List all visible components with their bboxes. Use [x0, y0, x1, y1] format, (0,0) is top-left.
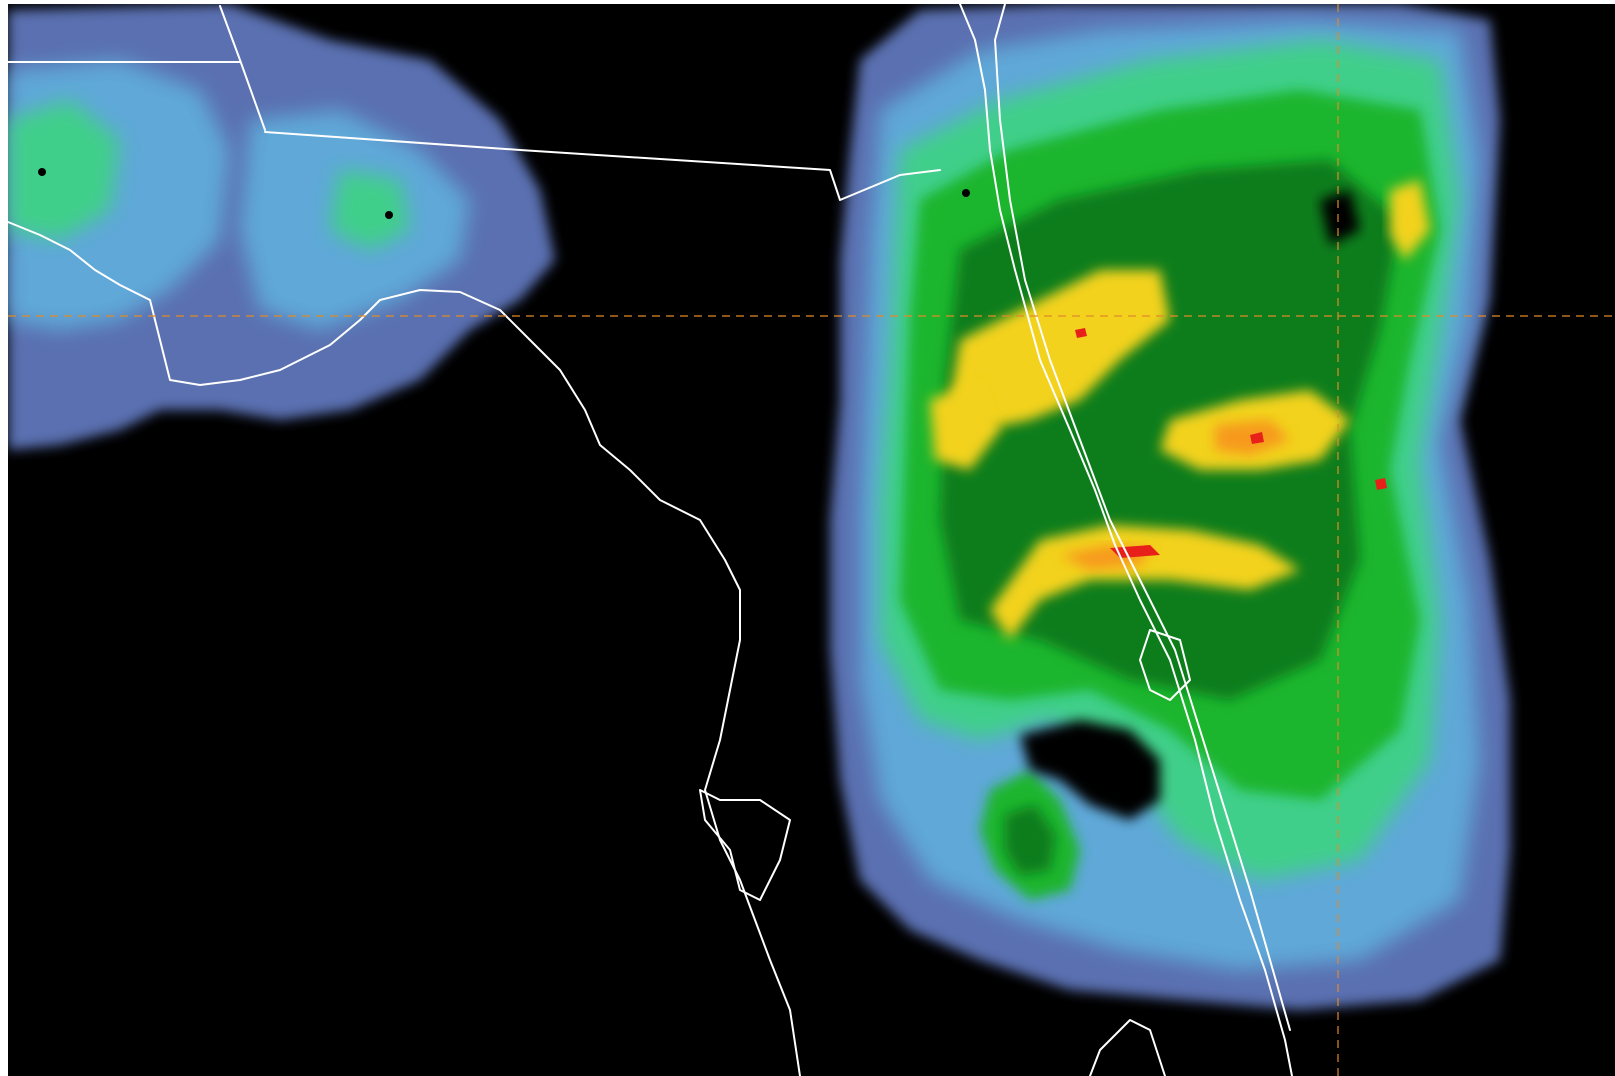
reference-gridlines	[8, 4, 1615, 1076]
florida-atlantic-coast	[959, 3, 1293, 1076]
florida-gulf-coast	[7, 221, 801, 1076]
tampa-bay-outline	[699, 789, 791, 901]
radar-site-3-marker	[962, 189, 970, 197]
precip-west	[8, 4, 555, 450]
radar-site-2-marker	[385, 211, 393, 219]
geographic-boundaries	[7, 3, 1293, 1076]
state-line-ga-fl	[264, 131, 941, 201]
radar-site-markers	[38, 168, 970, 219]
south-shore-outline	[1089, 1019, 1166, 1076]
left-frame-edge	[0, 0, 8, 1076]
lake-okeechobee-region	[1139, 629, 1191, 701]
precip-east	[830, 4, 1510, 1010]
barrier-islands	[994, 3, 1291, 1031]
radar-site-1-marker	[38, 168, 46, 176]
state-line-al-ga	[219, 5, 266, 131]
top-frame-edge	[0, 0, 1615, 4]
